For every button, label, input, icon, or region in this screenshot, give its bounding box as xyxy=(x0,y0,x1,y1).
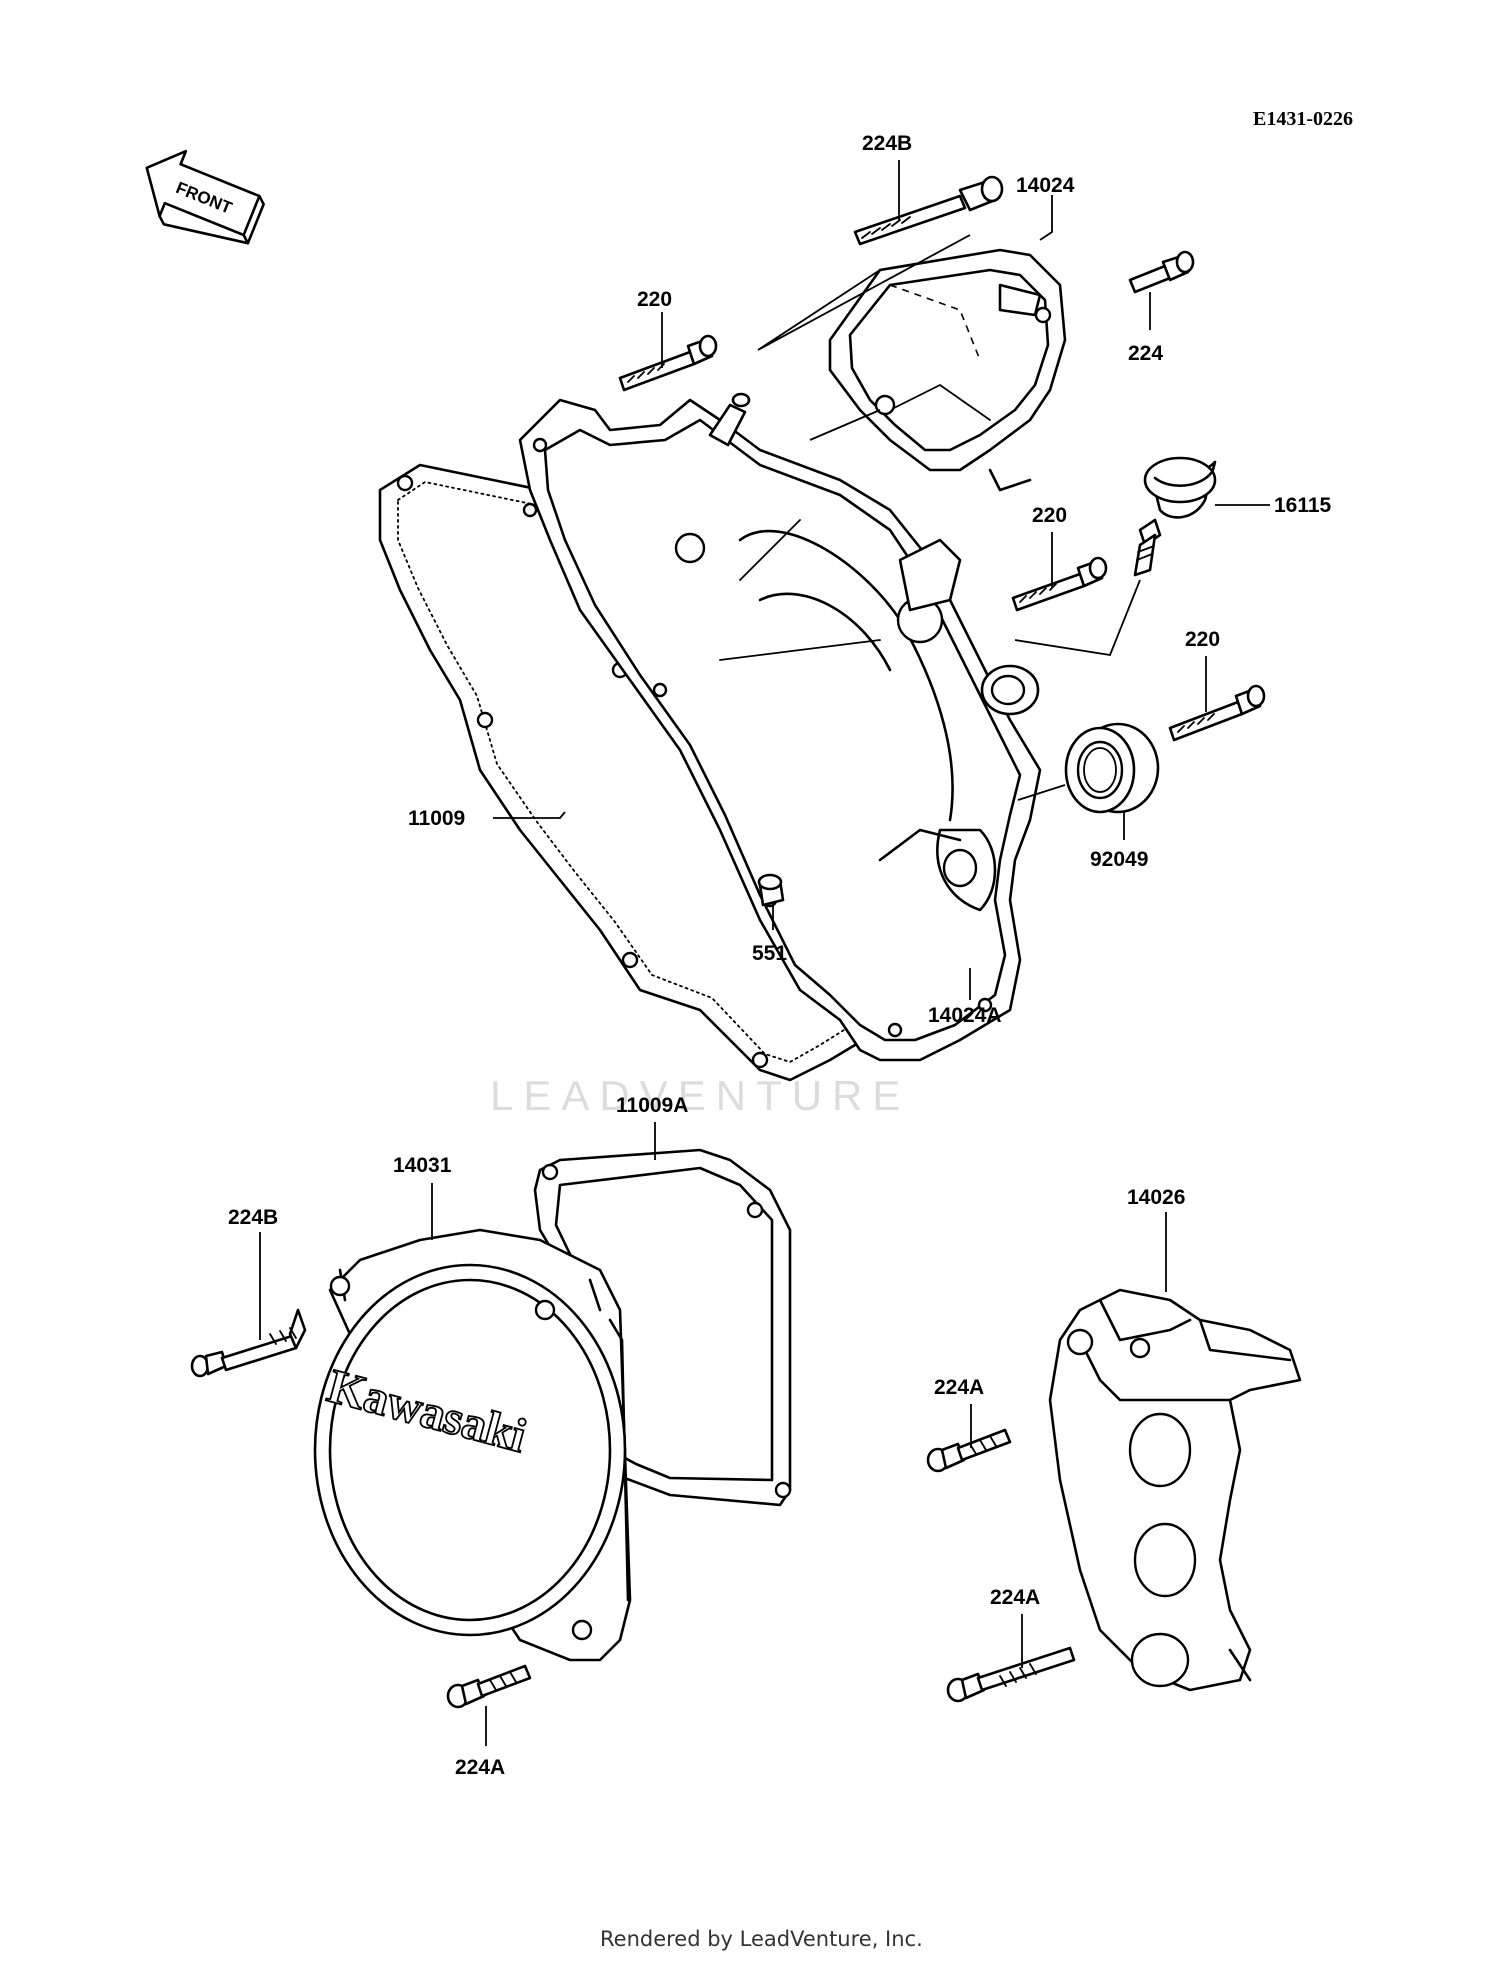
sprocket-cover-14026 xyxy=(1048,1288,1302,1692)
front-arrow-label: FRONT xyxy=(173,178,235,218)
bolt-224B-top xyxy=(853,175,1004,246)
label-224B-top: 224B xyxy=(862,132,912,155)
crankcase-cover-14024A xyxy=(518,392,1042,1062)
label-220-b: 220 xyxy=(1032,504,1067,527)
bolt-224 xyxy=(1128,250,1195,294)
label-224: 224 xyxy=(1128,342,1163,365)
label-224B-bottom: 224B xyxy=(228,1206,278,1229)
footer-credit: Rendered by LeadVenture, Inc. xyxy=(600,1927,923,1951)
bolt-220-a xyxy=(618,334,718,392)
bolt-224B-bottom xyxy=(190,1308,307,1378)
bolt-224A-b xyxy=(926,1428,1012,1473)
label-11009A: 11009A xyxy=(616,1094,688,1117)
label-11009: 11009 xyxy=(408,807,465,830)
label-224A-b: 224A xyxy=(934,1376,984,1399)
label-16115: 16115 xyxy=(1274,494,1332,517)
bolt-224A-a xyxy=(446,1664,532,1709)
bolt-224A-c xyxy=(946,1646,1076,1703)
label-92049: 92049 xyxy=(1090,848,1148,871)
label-224A-c: 224A xyxy=(990,1586,1040,1609)
label-14026: 14026 xyxy=(1127,1186,1185,1209)
label-220-c: 220 xyxy=(1185,628,1220,651)
bolt-220-b xyxy=(1011,556,1108,612)
label-14031: 14031 xyxy=(393,1154,452,1177)
watermark-text: LEADVENTURE xyxy=(490,1072,910,1119)
generator-cover-14031: Kawasaki xyxy=(313,1228,632,1662)
dowel-pin-551 xyxy=(757,873,785,907)
oil-seal-92049 xyxy=(1064,722,1160,814)
diagram-code: E1431-0226 xyxy=(1253,108,1353,130)
label-14024: 14024 xyxy=(1016,174,1075,197)
label-551: 551 xyxy=(752,942,787,965)
oil-filler-plug-16115 xyxy=(1133,456,1217,577)
bolt-220-c xyxy=(1168,684,1266,742)
label-220-a: 220 xyxy=(637,288,672,311)
front-arrow-icon: FRONT xyxy=(145,149,265,245)
label-224A-a: 224A xyxy=(455,1756,505,1779)
watermark: LEADVENTURE xyxy=(490,700,910,1119)
label-14024A: 14024A xyxy=(928,1004,1002,1027)
chain-cover-14024 xyxy=(828,248,1067,492)
